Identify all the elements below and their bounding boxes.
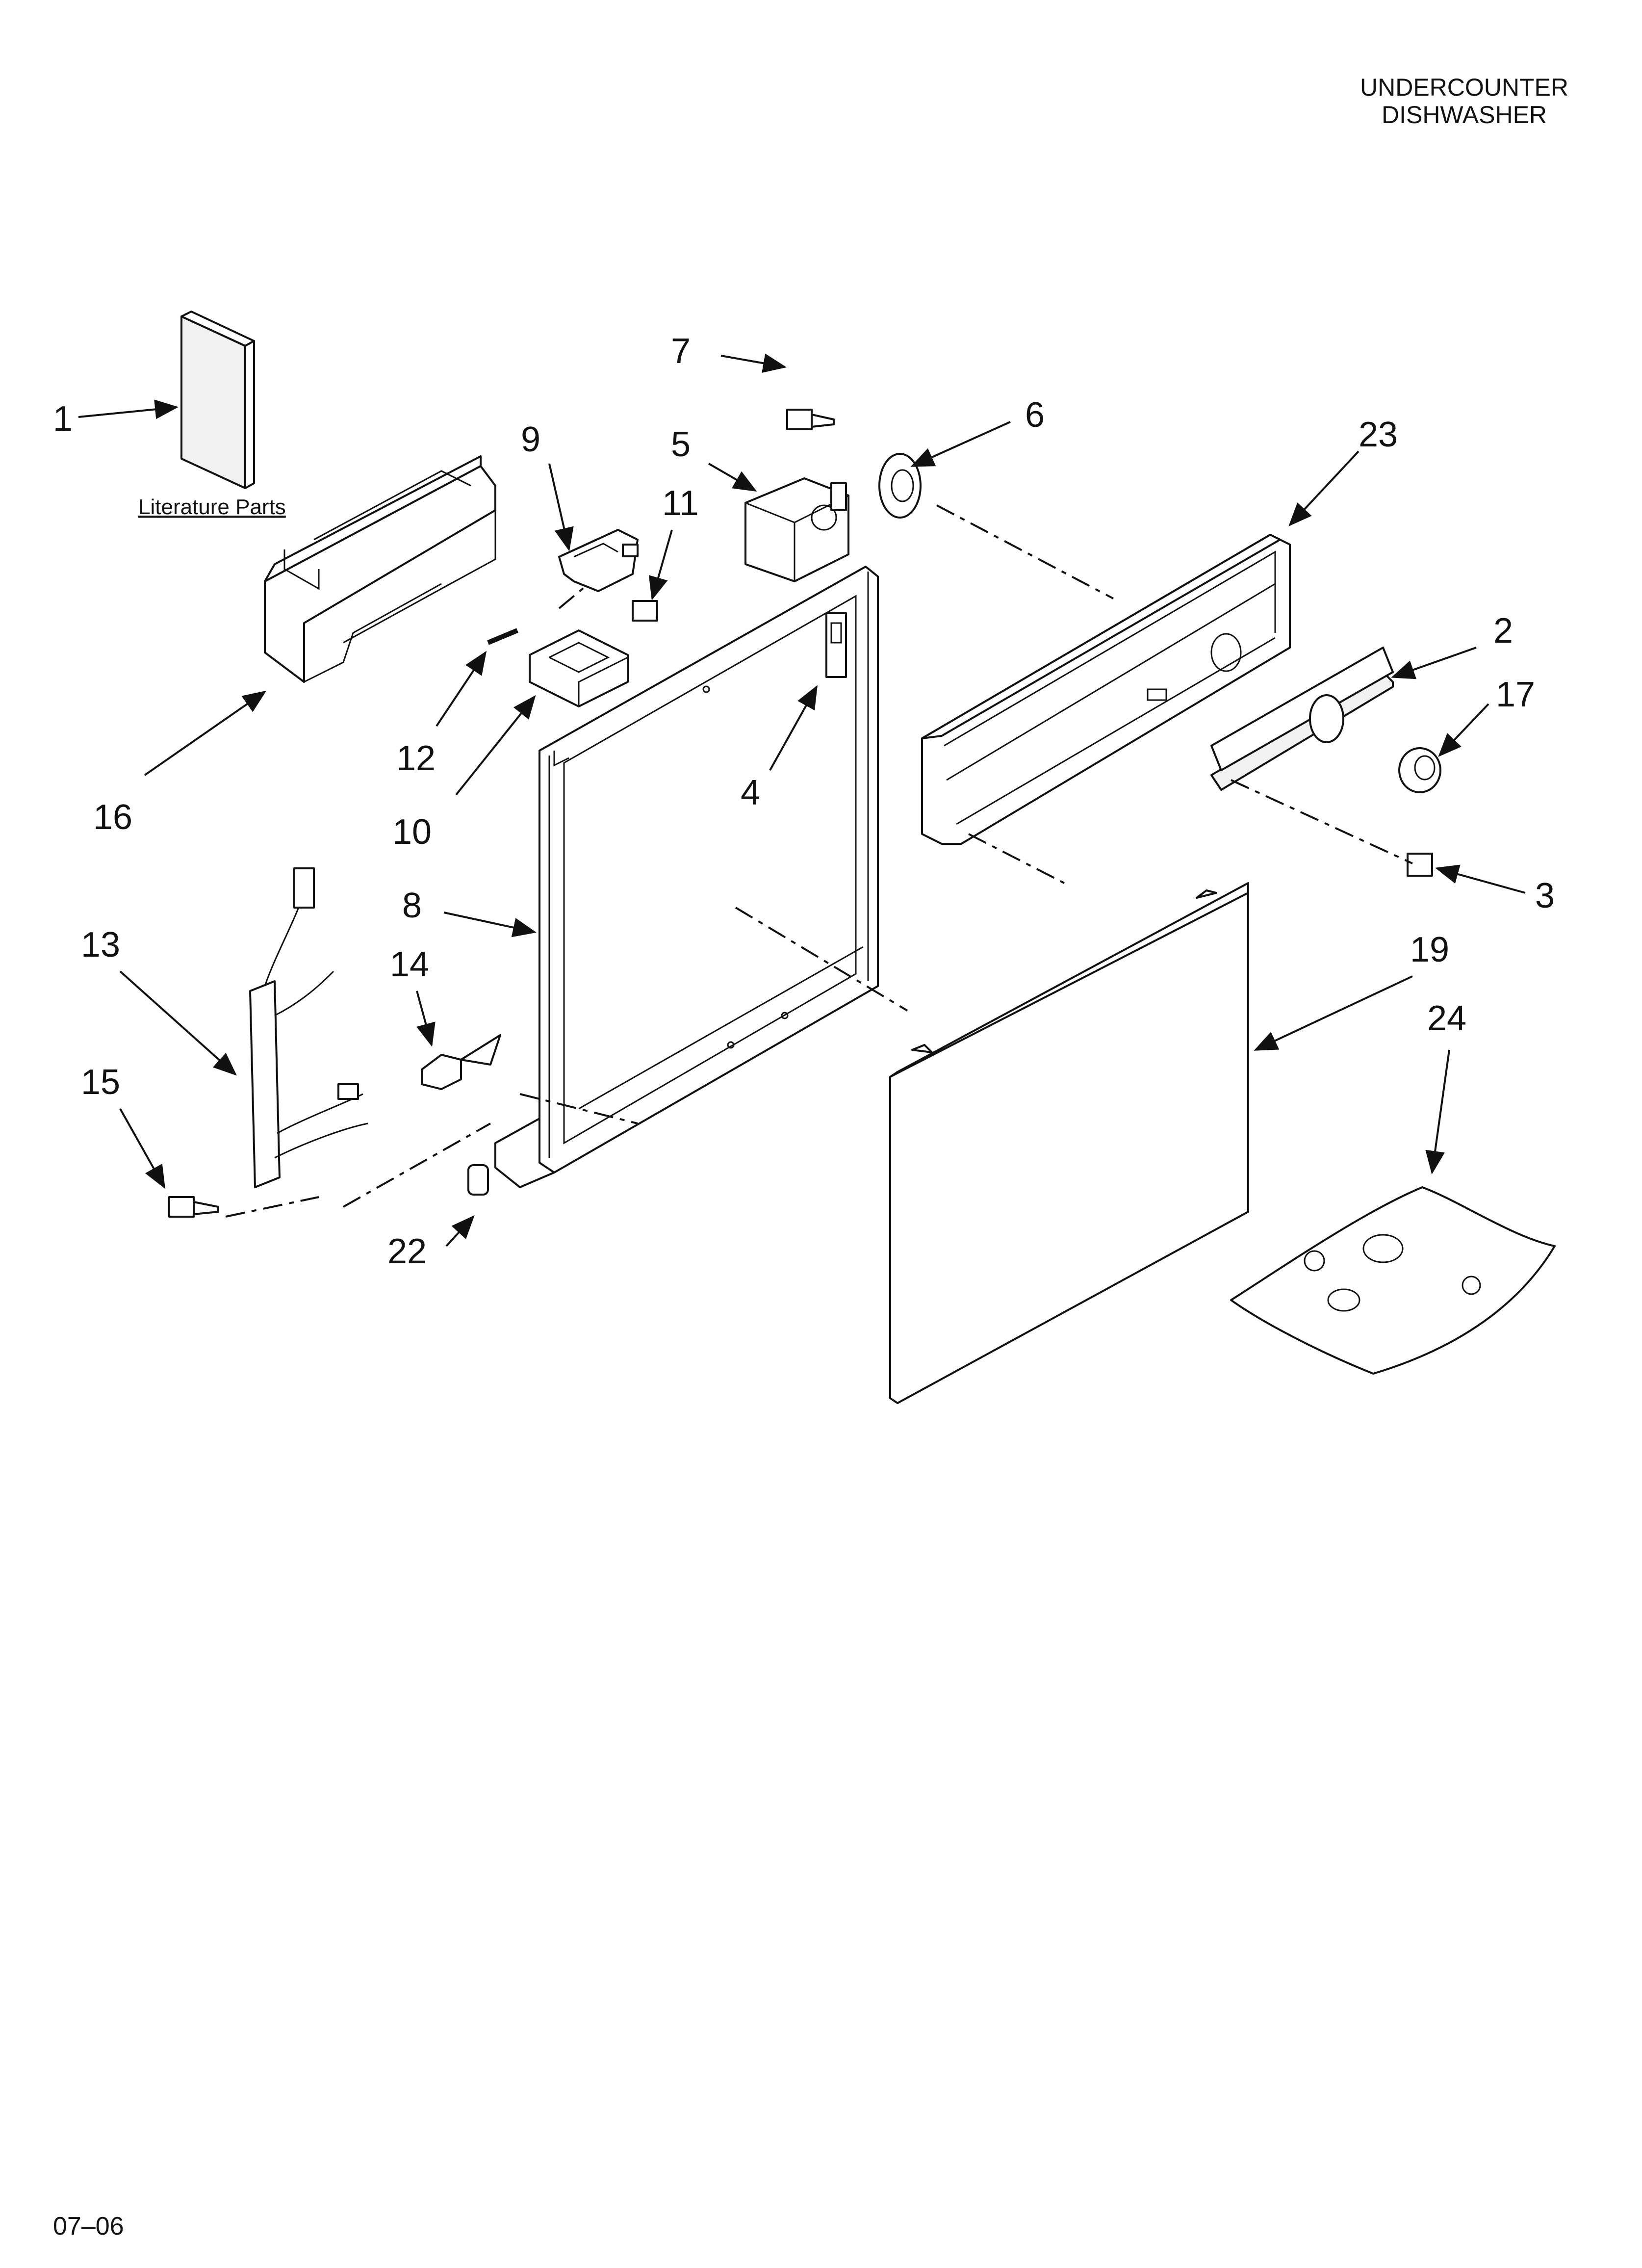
- part-22-clip: [467, 1164, 489, 1196]
- callout-1: 1: [53, 399, 73, 439]
- part-8-door-frame: [494, 566, 879, 1188]
- callout-6: 6: [1025, 395, 1045, 435]
- part-14-connector: [421, 1034, 501, 1090]
- callout-14: 14: [390, 945, 429, 984]
- callout-8: 8: [402, 886, 422, 925]
- part-15-screw: [168, 1196, 219, 1218]
- alignment-line: [343, 1122, 491, 1208]
- header-line-2: DISHWASHER: [1381, 101, 1547, 129]
- callout-24: 24: [1427, 999, 1466, 1038]
- callout-7: 7: [671, 332, 691, 371]
- part-3-button: [1407, 853, 1433, 877]
- alignment-line: [558, 583, 590, 609]
- part-12-rod: [487, 628, 518, 645]
- diagram-header: UNDERCOUNTER DISHWASHER: [1360, 74, 1568, 129]
- part-24-hardware-bag: [1230, 1186, 1556, 1375]
- part-10-housing: [529, 629, 629, 707]
- part-9-bracket: [558, 529, 639, 592]
- part-7-screw: [786, 409, 835, 430]
- alignment-line: [968, 833, 1065, 884]
- callout-4: 4: [741, 773, 760, 812]
- callout-11: 11: [662, 484, 699, 523]
- callout-15: 15: [81, 1063, 120, 1102]
- callout-9: 9: [521, 420, 540, 459]
- callout-19: 19: [1410, 930, 1449, 969]
- callout-3: 3: [1535, 876, 1555, 915]
- callout-10: 10: [392, 812, 432, 852]
- part-13-wire-harness: [249, 867, 368, 1188]
- part-16-cover: [264, 455, 496, 683]
- literature-parts-label: Literature Parts: [138, 495, 286, 519]
- part-literature: [180, 311, 255, 489]
- part-11-switch: [632, 600, 658, 622]
- callout-17: 17: [1496, 675, 1535, 714]
- part-5-timer: [744, 477, 849, 582]
- callout-2: 2: [1493, 611, 1513, 651]
- callout-13: 13: [81, 925, 120, 965]
- callout-23: 23: [1359, 415, 1398, 454]
- callout-22: 22: [387, 1232, 427, 1271]
- part-19-door-panel: [889, 882, 1249, 1404]
- alignment-line: [936, 504, 1114, 600]
- part-17-knob: [1398, 747, 1441, 793]
- callout-12: 12: [396, 739, 436, 778]
- part-2-panel: [1210, 647, 1394, 791]
- alignment-line: [1231, 779, 1413, 864]
- callout-16: 16: [93, 798, 132, 837]
- part-6-dial: [878, 453, 922, 519]
- alignment-line: [225, 1196, 319, 1218]
- part-4-latch: [825, 612, 847, 678]
- revision-code: 07–06: [53, 2212, 124, 2241]
- alignment-line: [735, 907, 908, 1012]
- callout-5: 5: [671, 425, 691, 464]
- header-line-1: UNDERCOUNTER: [1360, 74, 1568, 101]
- part-23-console: [921, 534, 1291, 845]
